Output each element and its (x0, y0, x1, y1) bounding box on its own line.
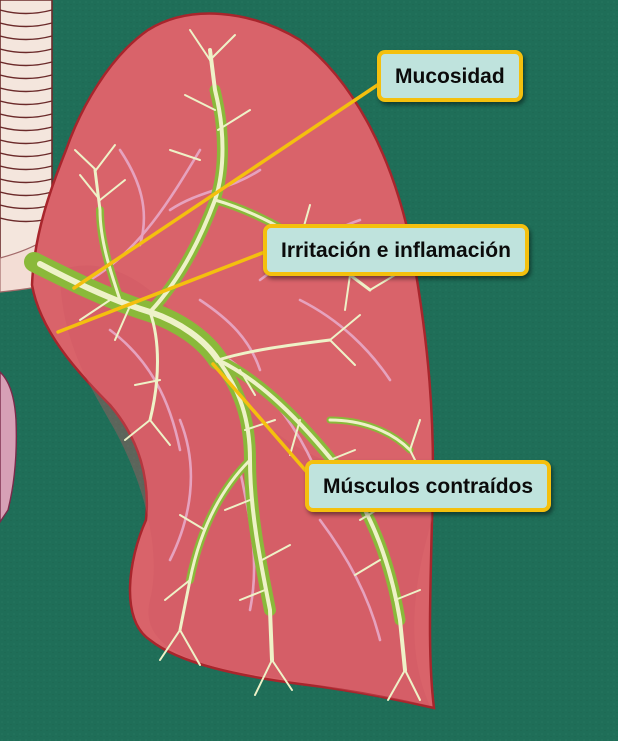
label-irritation: Irritación e inflamación (281, 239, 511, 262)
label-muscles: Músculos contraídos (323, 475, 533, 498)
callout-irritation: Irritación e inflamación (263, 224, 529, 276)
callout-mucus: Mucosidad (377, 50, 523, 102)
callout-muscles: Músculos contraídos (305, 460, 551, 512)
label-mucus: Mucosidad (395, 65, 505, 88)
